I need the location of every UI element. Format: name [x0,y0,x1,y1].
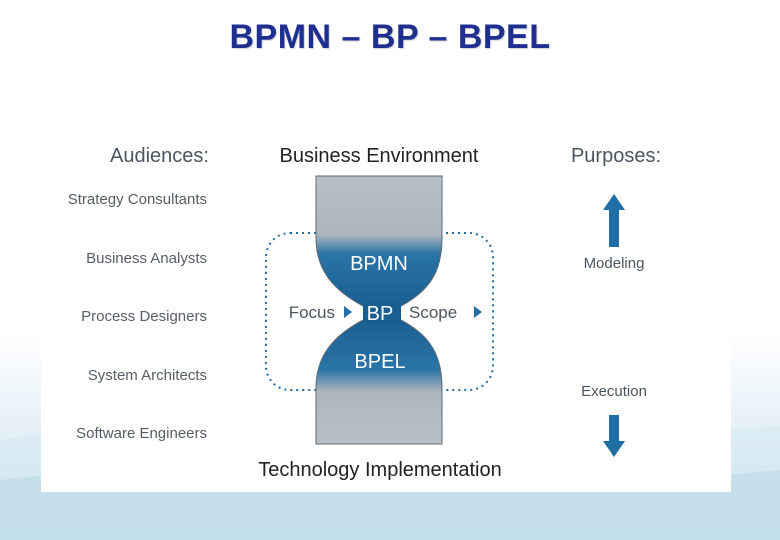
bpel-label: BPEL [354,351,405,373]
modeling-label: Modeling [584,255,645,272]
slide-title: BPMN – BP – BPEL [229,18,551,56]
hourglass-neck [363,304,401,322]
audiences-header: Audiences: [110,145,209,167]
bpmn-label: BPMN [350,253,408,275]
hourglass-top [315,175,443,307]
scope-arrow-icon [474,306,482,318]
audience-item: System Architects [88,367,207,384]
audience-item: Strategy Consultants [68,191,207,208]
technology-implementation-header: Technology Implementation [258,459,501,481]
bp-label: BP [367,303,394,325]
business-environment-header: Business Environment [280,145,479,167]
execution-arrow-icon [603,415,625,457]
hourglass-bottom [315,319,443,445]
dotted-frame [265,232,494,391]
audience-item: Business Analysts [86,250,207,267]
modeling-arrow-icon [603,194,625,247]
audiences-list: Strategy Consultants Business Analysts P… [68,191,207,442]
execution-label: Execution [581,383,647,400]
scope-label: Scope [409,303,457,322]
purposes-header: Purposes: [571,145,661,167]
hourglass-diagram: Audiences: Business Environment Purposes… [41,130,731,492]
audience-item: Process Designers [81,308,207,325]
focus-arrow-icon [344,306,352,318]
audience-item: Software Engineers [76,425,207,442]
focus-label: Focus [289,303,335,322]
